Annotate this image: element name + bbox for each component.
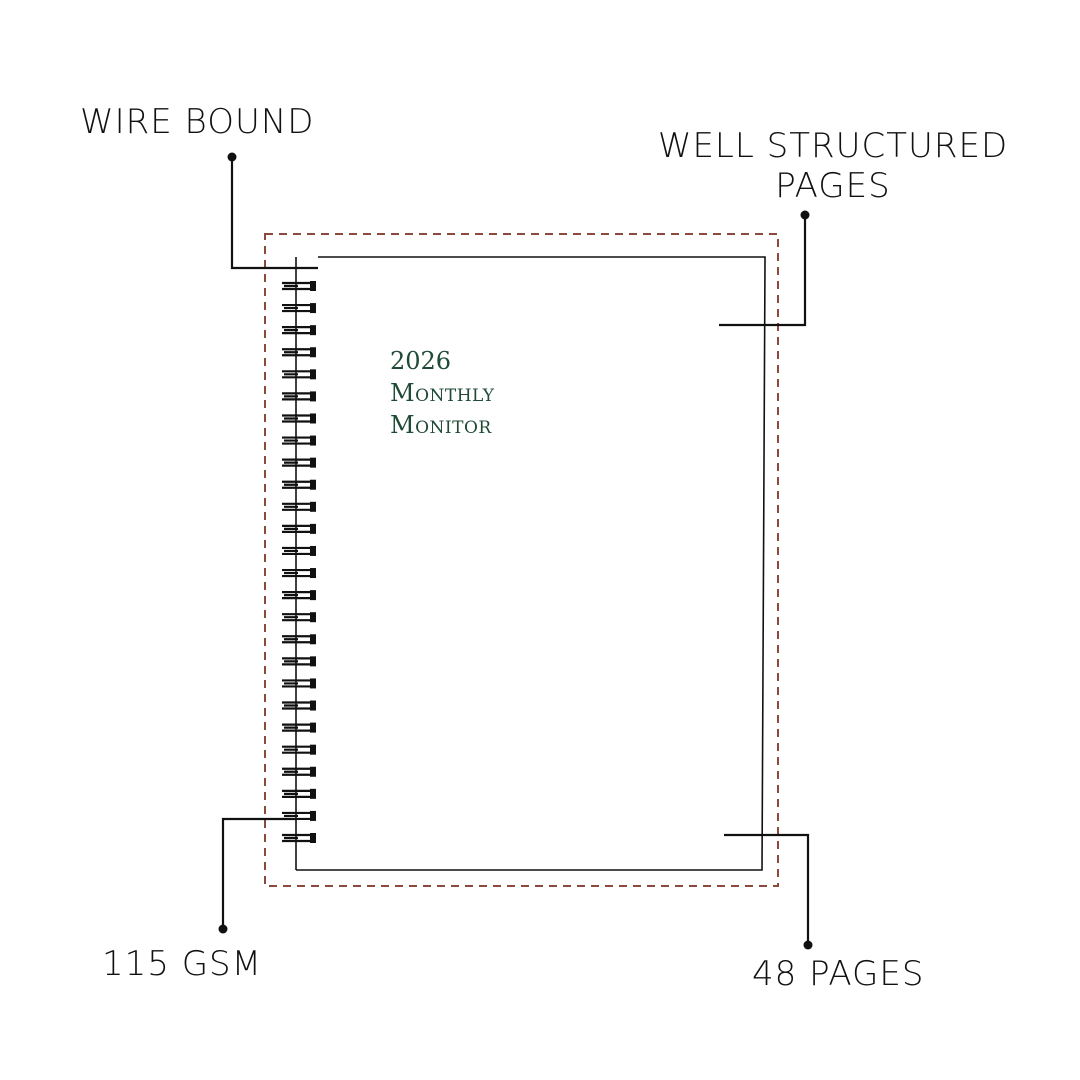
spiral-ring — [282, 612, 316, 623]
spiral-ring — [282, 833, 316, 843]
spiral-ring — [282, 722, 316, 733]
cover-title: 2026 Monthly Monitor — [390, 345, 494, 441]
spiral-ring — [282, 303, 316, 314]
cover-year: 2026 — [390, 347, 452, 375]
callout-well-structured-pages: WELL STRUCTURED PAGES — [628, 126, 1038, 206]
spiral-ring — [282, 369, 316, 380]
callout-paper-weight: 115 GSM — [102, 944, 262, 984]
callout-well-structured-line1: WELL STRUCTURED — [657, 126, 1009, 166]
wire-spiral — [282, 281, 316, 843]
spiral-ring — [282, 457, 316, 468]
callout-wire-bound-leader — [227, 152, 318, 270]
spiral-ring — [282, 325, 316, 336]
spiral-ring — [282, 788, 316, 799]
spiral-ring — [282, 568, 316, 579]
spiral-ring — [282, 413, 316, 424]
cover-title-line1: Monthly — [390, 379, 495, 407]
spiral-ring — [282, 590, 316, 601]
callout-page-count: 48 PAGES — [752, 954, 925, 994]
cover-title-line2: Monitor — [390, 411, 492, 439]
callout-well-structured-line2: PAGES — [775, 166, 891, 206]
callout-line — [719, 215, 807, 327]
spiral-ring — [282, 347, 316, 358]
spiral-ring — [282, 501, 316, 512]
callout-gsm-leader — [218, 817, 296, 934]
callout-well-structured-leader — [719, 210, 810, 327]
spiral-ring — [282, 281, 316, 291]
callout-line — [724, 833, 810, 945]
spiral-ring — [282, 391, 316, 402]
spiral-ring — [282, 656, 316, 667]
callout-line — [230, 157, 318, 270]
spiral-ring — [282, 545, 316, 556]
notebook-outline — [295, 256, 766, 871]
callout-line — [221, 817, 296, 929]
spiral-ring — [282, 744, 316, 755]
callout-wire-bound: WIRE BOUND — [80, 102, 315, 142]
spiral-ring — [282, 523, 316, 534]
spiral-ring — [282, 634, 316, 645]
spiral-ring — [282, 479, 316, 490]
spiral-ring — [282, 700, 316, 711]
spiral-ring — [282, 435, 316, 446]
callout-pages-leader — [724, 833, 813, 950]
spiral-ring — [282, 766, 316, 777]
dashed-outline — [264, 233, 779, 887]
spiral-ring — [282, 678, 316, 689]
